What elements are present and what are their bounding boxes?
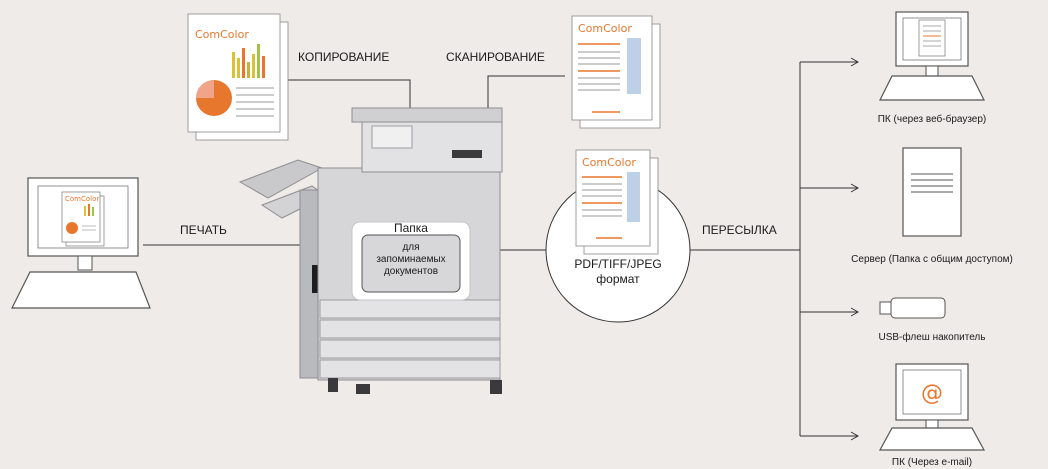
format-line-2: формат [596, 272, 640, 286]
folder-title: Папка [394, 221, 428, 235]
connector-lines [143, 57, 860, 441]
copy-brand-label: ComColor [195, 28, 249, 41]
output-format-circle: ComColor PDF/TIFF/JPEG формат [545, 149, 691, 323]
source-pc-brand: ComColor [65, 195, 99, 203]
folder-line-1: для [402, 242, 419, 253]
format-brand-label: ComColor [582, 156, 636, 169]
scan-label: СКАНИРОВАНИЕ [446, 50, 545, 64]
at-sign-icon: @ [921, 381, 943, 406]
folder-line-3: документов [384, 266, 438, 277]
target-pc-web-icon [879, 11, 985, 101]
source-pc-icon: ComColor [11, 177, 151, 309]
scan-brand-label: ComColor [578, 22, 632, 35]
print-label: ПЕЧАТЬ [180, 223, 227, 237]
target-server-icon [902, 147, 962, 237]
forward-label: ПЕРЕСЫЛКА [702, 223, 777, 237]
target-server-label: Сервер (Папка с общим доступом) [851, 253, 1013, 265]
arrowhead-server [850, 183, 860, 193]
folder-line-2: запоминаемых [376, 254, 445, 265]
target-usb-label: USB-флеш накопитель [879, 331, 986, 343]
target-pc-email-icon: @ [878, 363, 986, 451]
format-line-1: PDF/TIFF/JPEG [574, 257, 661, 271]
arrowhead-pc-email [850, 431, 860, 441]
arrowhead-pc-web [850, 57, 860, 67]
copy-label: КОПИРОВАНИЕ [298, 50, 389, 64]
scan-document-icon: ComColor [571, 15, 661, 129]
target-usb-icon [879, 297, 946, 319]
target-pc-email-label: ПК (Через e-mail) [892, 457, 972, 468]
storage-folder-box: Папка для запоминаемых документов [351, 221, 471, 301]
target-pc-web-label: ПК (через веб-браузер) [878, 113, 987, 125]
copy-document-icon: ComColor [187, 13, 289, 141]
arrowhead-usb [850, 307, 860, 317]
